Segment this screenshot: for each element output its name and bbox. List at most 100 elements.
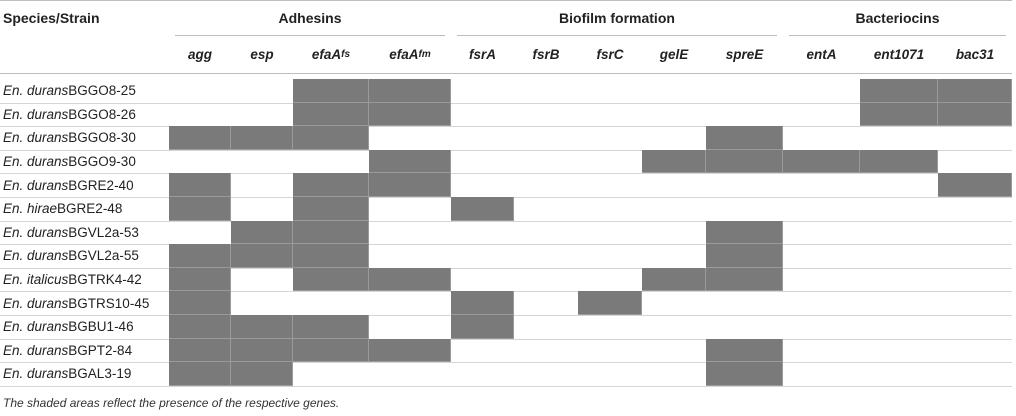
gene-present-cell bbox=[451, 315, 514, 339]
gene-present-cell bbox=[706, 362, 783, 386]
gene-present-cell bbox=[938, 79, 1012, 103]
gene-present-cell bbox=[231, 315, 293, 339]
gene-present-cell bbox=[293, 173, 369, 197]
species-name: En. durans bbox=[3, 130, 69, 146]
species-name: En. durans bbox=[3, 83, 69, 99]
gene-present-cell bbox=[231, 338, 293, 363]
gene-present-cell bbox=[369, 149, 451, 174]
gene-header: bac31 bbox=[938, 40, 1012, 68]
row-species-strain: En. durans BGGO8-25 bbox=[0, 79, 168, 103]
gene-present-cell bbox=[706, 338, 783, 363]
gene-present-cell bbox=[860, 149, 938, 174]
row-divider bbox=[0, 126, 1012, 128]
row-species-strain: En. durans BGGO8-26 bbox=[0, 103, 168, 127]
row-species-strain: En. durans BGAL3-19 bbox=[0, 362, 168, 386]
row-divider bbox=[0, 267, 1012, 269]
gene-present-cell bbox=[860, 79, 938, 103]
gene-name: spreE bbox=[725, 46, 764, 62]
gene-present-cell bbox=[231, 126, 293, 150]
gene-name: agg bbox=[187, 46, 212, 62]
row-species-strain: En. hirae BGRE2-48 bbox=[0, 197, 168, 221]
gene-header: fsrC bbox=[578, 40, 642, 68]
strain-name: BGPT2-84 bbox=[68, 342, 133, 358]
gene-present-cell bbox=[369, 102, 451, 127]
species-name: En. durans bbox=[3, 342, 69, 358]
gene-present-cell bbox=[293, 197, 369, 221]
gene-header: fsrB bbox=[514, 40, 578, 68]
gene-header: ent1071 bbox=[860, 40, 938, 68]
group-underline bbox=[457, 35, 777, 36]
strain-name: BGAL3-19 bbox=[68, 366, 132, 382]
strain-name: BGVL2a-55 bbox=[68, 248, 139, 264]
gene-present-cell bbox=[293, 220, 369, 245]
species-name: En. hirae bbox=[3, 201, 58, 217]
species-name: En. italicus bbox=[3, 272, 69, 288]
gene-present-cell bbox=[293, 79, 369, 103]
row-divider bbox=[0, 338, 1012, 340]
gene-present-cell bbox=[578, 291, 642, 315]
species-name: En. durans bbox=[3, 154, 69, 170]
gene-name: ent1071 bbox=[873, 46, 925, 62]
strain-name: BGGO8-30 bbox=[68, 130, 136, 146]
gene-present-cell bbox=[169, 291, 231, 315]
gene-name: efaA bbox=[389, 46, 419, 62]
gene-name: fsrC bbox=[596, 46, 624, 62]
gene-name: fsrB bbox=[532, 46, 560, 62]
species-strain-header: Species/Strain bbox=[3, 10, 100, 26]
row-species-strain: En. durans BGPT2-84 bbox=[0, 339, 168, 363]
row-species-strain: En. durans BGVL2a-53 bbox=[0, 221, 168, 245]
gene-present-cell bbox=[293, 267, 369, 292]
strain-name: BGBU1-46 bbox=[68, 319, 134, 335]
table-footnote: The shaded areas reflect the presence of… bbox=[3, 396, 340, 410]
species-name: En. durans bbox=[3, 248, 69, 264]
gene-header: entA bbox=[783, 40, 860, 68]
species-name: En. durans bbox=[3, 295, 69, 311]
species-name: En. durans bbox=[3, 366, 69, 382]
gene-name: fsrA bbox=[468, 46, 496, 62]
gene-name: bac31 bbox=[955, 46, 995, 62]
gene-name: efaA bbox=[311, 46, 342, 62]
species-name: En. durans bbox=[3, 177, 69, 193]
gene-present-cell bbox=[169, 126, 231, 150]
gene-present-cell bbox=[169, 244, 231, 268]
gene-present-cell bbox=[231, 362, 293, 386]
gene-header: agg bbox=[169, 40, 231, 68]
gene-present-cell bbox=[293, 244, 369, 268]
gene-present-cell bbox=[293, 126, 369, 150]
gene-name: esp bbox=[250, 46, 274, 62]
gene-present-cell bbox=[293, 315, 369, 339]
gene-present-cell bbox=[451, 197, 514, 221]
strain-name: BGGO8-26 bbox=[68, 106, 136, 122]
row-divider bbox=[0, 149, 1012, 151]
strain-name: BGGO9-30 bbox=[68, 154, 136, 170]
row-species-strain: En. durans BGVL2a-55 bbox=[0, 244, 168, 268]
species-name: En. durans bbox=[3, 106, 69, 122]
strain-name: BGVL2a-53 bbox=[68, 224, 139, 240]
gene-present-cell bbox=[783, 149, 860, 174]
gene-present-cell bbox=[706, 267, 783, 292]
gene-present-cell bbox=[642, 267, 706, 292]
gene-header: fsrA bbox=[451, 40, 514, 68]
gene-name: gelE bbox=[659, 46, 689, 62]
gene-header: spreE bbox=[706, 40, 783, 68]
gene-present-cell bbox=[938, 173, 1012, 197]
row-divider bbox=[0, 220, 1012, 222]
row-species-strain: En. durans BGGO9-30 bbox=[0, 150, 168, 174]
gene-present-cell bbox=[860, 102, 938, 127]
gene-present-cell bbox=[169, 315, 231, 339]
gene-present-cell bbox=[706, 149, 783, 174]
group-underline bbox=[175, 35, 445, 36]
strain-name: BGTRK4-42 bbox=[68, 272, 142, 288]
group-underline bbox=[789, 35, 1006, 36]
gene-present-cell bbox=[169, 338, 231, 363]
gene-present-cell bbox=[293, 338, 369, 363]
gene-present-cell bbox=[369, 338, 451, 363]
gene-present-cell bbox=[706, 244, 783, 268]
gene-present-cell bbox=[231, 244, 293, 268]
gene-present-cell bbox=[451, 291, 514, 315]
table-top-rule bbox=[0, 0, 1012, 1]
row-species-strain: En. italicus BGTRK4-42 bbox=[0, 268, 168, 292]
gene-superscript: fs bbox=[341, 48, 351, 60]
